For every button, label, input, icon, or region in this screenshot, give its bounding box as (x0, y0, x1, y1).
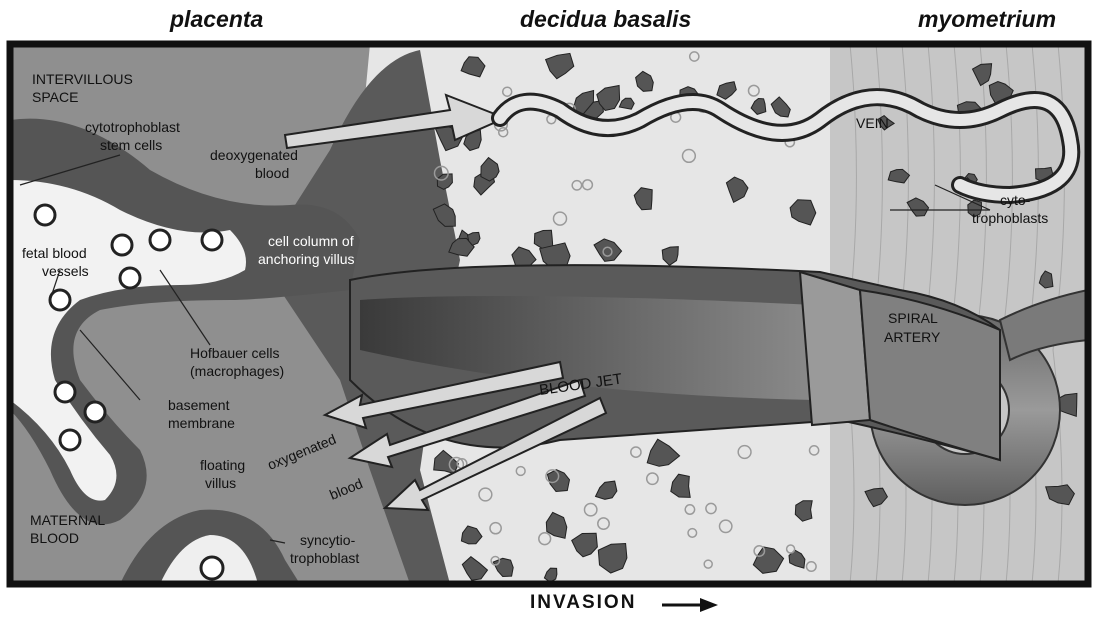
fetal-blood-vessel (55, 382, 75, 402)
invasion-label: INVASION (530, 592, 636, 614)
fetal-blood-vessel (120, 268, 140, 288)
fetal-blood-vessel (85, 402, 105, 422)
fetal-blood-vessel (112, 235, 132, 255)
fetal-blood-vessel (60, 430, 80, 450)
label-deoxy-1: deoxygenated (210, 147, 298, 163)
label-cytotroph-stem-2: stem cells (100, 137, 162, 153)
label-basement-1: basement (168, 397, 230, 413)
label-hofbauer-1: Hofbauer cells (190, 345, 280, 361)
floating-vessel (201, 557, 223, 579)
label-maternal-2: BLOOD (30, 530, 79, 546)
label-fetal-1: fetal blood (22, 245, 87, 261)
label-cyto-1: cyto- (1000, 192, 1031, 208)
label-spiral-2: ARTERY (884, 329, 941, 345)
fetal-blood-vessel (50, 290, 70, 310)
label-vein: VEIN (856, 115, 889, 131)
label-floating-1: floating (200, 457, 245, 473)
label-cytotroph-stem-1: cytotrophoblast (85, 119, 180, 135)
label-intervillous-2: SPACE (32, 89, 78, 105)
fetal-blood-vessel (150, 230, 170, 250)
label-cell-column-2: anchoring villus (258, 251, 355, 267)
label-syncytio-1: syncytio- (300, 532, 356, 548)
invasion-arrow-icon (660, 596, 720, 614)
label-cell-column-1: cell column of (268, 233, 354, 249)
fetal-blood-vessel (202, 230, 222, 250)
label-cyto-2: trophoblasts (972, 210, 1048, 226)
label-hofbauer-2: (macrophages) (190, 363, 284, 379)
label-syncytio-2: trophoblast (290, 550, 359, 566)
label-fetal-2: vessels (42, 263, 89, 279)
label-spiral-1: SPIRAL (888, 310, 938, 326)
label-floating-2: villus (205, 475, 236, 491)
label-deoxy-2: blood (255, 165, 289, 181)
fetal-blood-vessel (35, 205, 55, 225)
label-basement-2: membrane (168, 415, 235, 431)
label-intervillous-1: INTERVILLOUS (32, 71, 133, 87)
label-maternal-1: MATERNAL (30, 512, 105, 528)
